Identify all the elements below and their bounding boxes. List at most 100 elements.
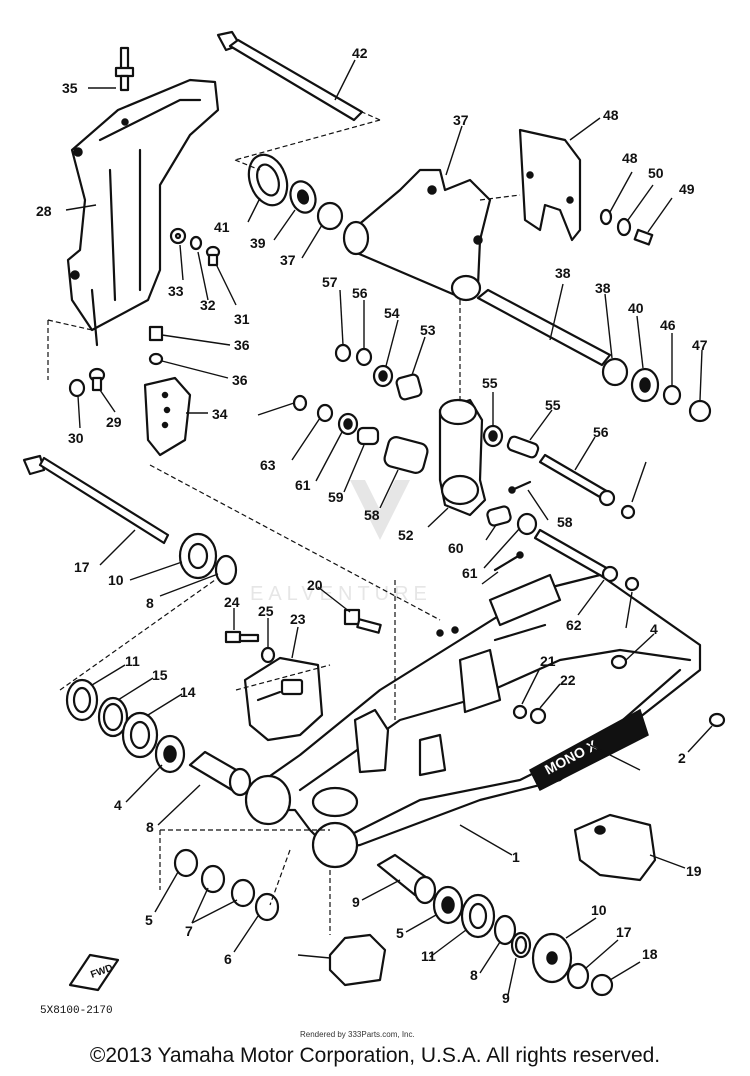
callout-49: 55	[545, 397, 561, 413]
callout-10-right: 10	[591, 902, 607, 918]
part-14-pivot-shaft	[22, 454, 170, 545]
callout-5-left: 5	[145, 912, 153, 928]
callout-44: 49	[679, 181, 695, 197]
part-42-bracket	[518, 128, 582, 242]
callout-37: 39	[250, 235, 266, 251]
part-61-nut-lower	[624, 576, 640, 592]
callout-58: 63	[260, 457, 276, 473]
part-58-washer	[316, 403, 334, 423]
part-3-nut	[610, 654, 628, 670]
part-40-washer	[662, 384, 682, 406]
callout-46: 52	[398, 527, 414, 543]
callout-16: 18	[642, 946, 658, 962]
callout-7-right: 9	[352, 894, 360, 910]
part-4-bearing-right	[432, 885, 464, 925]
copyright-notice: ©2013 Yamaha Motor Corporation, U.S.A. A…	[89, 1044, 661, 1067]
part-17-guard	[573, 813, 657, 882]
callout-31: 35	[62, 80, 78, 96]
callout-14: 17	[74, 559, 90, 575]
part-12-seal	[121, 711, 159, 759]
part-37-bearing-right	[630, 367, 660, 403]
part-49-collar	[506, 435, 540, 459]
callout-45: 50	[648, 165, 664, 181]
part-6-bushing-a	[200, 864, 226, 894]
callout-33: 36	[232, 372, 248, 388]
part-10-seal-left	[178, 532, 218, 580]
part-37-bearing-upper	[289, 180, 317, 214]
render-credit: Rendered by 333Parts.com, Inc.	[300, 1030, 415, 1039]
part-63-chain-guide	[328, 933, 387, 987]
callout-18: 20	[307, 577, 323, 593]
part-5-collar-left	[173, 848, 199, 878]
callout-23: 25	[258, 603, 274, 619]
callout-28: 32	[200, 297, 216, 313]
callout-3: 4	[650, 621, 658, 637]
callout-40: 46	[660, 317, 676, 333]
callout-43: 48	[622, 150, 638, 166]
callout-12: 14	[180, 684, 196, 700]
part-56-bearing-left	[337, 412, 359, 436]
callout-51: 56	[352, 285, 368, 301]
callout-54: 58	[364, 507, 380, 523]
callout-29: 33	[168, 283, 184, 299]
callout-15: 17	[616, 924, 632, 940]
callout-17: 19	[686, 863, 702, 879]
part-31-bolt	[114, 46, 135, 92]
part-22-bolt	[224, 630, 260, 644]
part-47-collar	[395, 373, 423, 401]
part-18-bolt	[343, 608, 382, 634]
callout-52: 57	[322, 274, 338, 290]
callout-leaders	[65, 59, 713, 996]
part-55-collar-left	[356, 426, 380, 446]
part-43-washer	[599, 208, 613, 226]
part-16-nut	[590, 973, 614, 997]
fwd-arrow-icon: FWD	[68, 953, 120, 992]
callout-30: 34	[212, 406, 228, 422]
part-61-nut-upper	[620, 504, 636, 520]
callout-57: 62	[566, 617, 582, 633]
callout-48: 54	[384, 305, 400, 321]
part-36-collar-upper	[316, 201, 344, 231]
part-38-seal	[247, 153, 289, 207]
part-15-washer	[566, 962, 590, 990]
callout-37-right: 40	[628, 300, 644, 316]
part-29-washer	[169, 227, 187, 245]
part-8-washer-right	[493, 914, 517, 946]
part-1-swingarm	[244, 573, 702, 869]
callout-21: 23	[290, 611, 306, 627]
callout-56-right: 61	[462, 565, 478, 581]
callout-11-left: 11	[125, 653, 140, 669]
callout-53: 58	[557, 514, 573, 530]
callout-47: 53	[420, 322, 436, 338]
callout-42: 48	[603, 107, 619, 123]
callout-8-right: 8	[470, 967, 478, 983]
callout-32: 36	[234, 337, 250, 353]
callout-41: 47	[692, 337, 708, 353]
callout-34: 37	[453, 112, 469, 128]
part-24-bracket	[66, 78, 220, 347]
callout-35: 38	[555, 265, 571, 281]
part-44-bolt	[633, 228, 654, 246]
part-35-shaft	[476, 288, 612, 367]
part-30-plate	[143, 376, 192, 457]
part-45-washer	[616, 217, 632, 237]
part-10-seal-right	[531, 932, 573, 984]
part-36-collar-right	[601, 357, 629, 387]
part-52-seal	[334, 343, 352, 363]
part-48-bearing-right	[482, 424, 504, 448]
callout-39: 42	[352, 45, 368, 61]
watermark-text: EALVENTURE	[250, 583, 432, 605]
callout-10-left: 10	[108, 572, 124, 588]
part-8-washer-left	[214, 554, 238, 586]
callout-24: 28	[36, 203, 52, 219]
callout-7-left: 8	[146, 819, 154, 835]
part-56-bearing-right	[516, 512, 538, 536]
part-59-seal	[292, 394, 308, 412]
part-51-washer	[355, 347, 373, 367]
part-57-bolt	[533, 528, 619, 583]
part-20-nut	[529, 707, 547, 725]
part-5-collar-right	[254, 892, 280, 922]
callout-36-right: 38	[595, 280, 611, 296]
callout-56: 61	[295, 477, 311, 493]
callout-2: 2	[678, 750, 686, 766]
